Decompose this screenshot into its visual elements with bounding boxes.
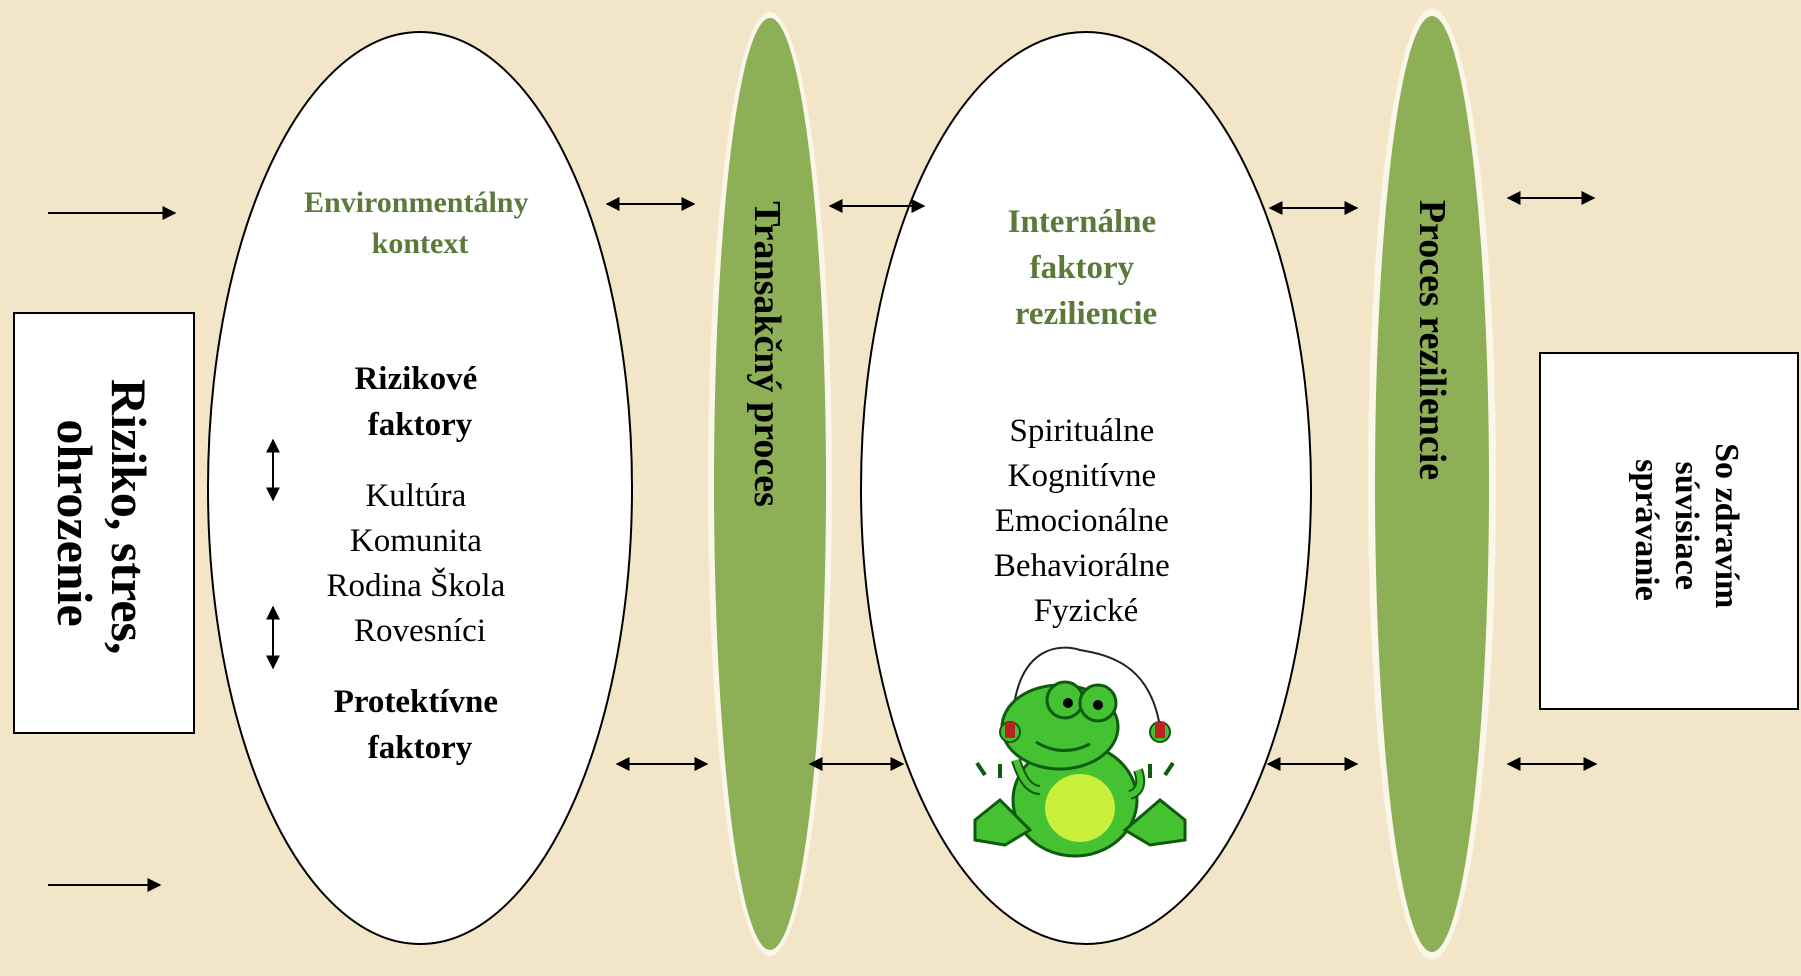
resilience-pill-label: Proces reziliencie bbox=[1411, 200, 1453, 480]
left-box-line-2: ohrozenie bbox=[47, 419, 103, 626]
left-box bbox=[13, 312, 195, 734]
right-box bbox=[1539, 352, 1799, 710]
internal-item: Kognitívne bbox=[1008, 458, 1156, 494]
left-box-line-1: Riziko, stres, bbox=[101, 379, 157, 654]
right-box-line-1: So zdravím bbox=[1708, 443, 1745, 608]
internal-item: Emocionálne bbox=[995, 503, 1169, 539]
environment-heading: Environmentálny kontext bbox=[304, 186, 536, 260]
right-box-line-2: súvisiace bbox=[1668, 462, 1705, 590]
right-box-text: So zdravím súvisiace správanie bbox=[1628, 443, 1745, 617]
internal-heading-line-2: faktory bbox=[1030, 250, 1135, 286]
environment-ellipse bbox=[207, 31, 633, 945]
protective-factors-title: Protektívne faktory bbox=[334, 684, 507, 766]
internal-heading-line-3: reziliencie bbox=[1015, 296, 1157, 332]
internal-heading-line-1: Internálne bbox=[1008, 204, 1157, 240]
transaction-pill-label: Transakčný proces bbox=[746, 201, 788, 507]
environment-heading-line-1: Environmentálny bbox=[304, 186, 529, 219]
environment-items: Kultúra Komunita Rodina Škola Rovesníci bbox=[327, 478, 514, 649]
internal-item: Spirituálne bbox=[1009, 413, 1154, 449]
internal-item: Fyzické bbox=[1034, 593, 1138, 629]
risk-factors-line-1: Rizikové bbox=[354, 361, 477, 397]
environment-heading-line-2: kontext bbox=[372, 227, 469, 260]
environment-item: Komunita bbox=[350, 523, 482, 559]
left-box-text: Riziko, stres, ohrozenie bbox=[47, 379, 157, 667]
environment-item: Rovesníci bbox=[354, 613, 486, 649]
protective-factors-line-2: faktory bbox=[368, 730, 473, 766]
environment-item: Kultúra bbox=[365, 478, 466, 514]
internal-item: Behaviorálne bbox=[994, 548, 1170, 584]
transaction-pill bbox=[714, 18, 826, 950]
environment-item: Rodina Škola bbox=[327, 566, 506, 604]
risk-factors-title: Rizikové faktory bbox=[354, 361, 485, 443]
internal-ellipse bbox=[860, 31, 1312, 945]
internal-items: Spirituálne Kognitívne Emocionálne Behav… bbox=[994, 413, 1178, 629]
internal-heading: Internálne faktory reziliencie bbox=[1008, 204, 1165, 332]
right-box-line-3: správanie bbox=[1628, 459, 1665, 601]
risk-factors-line-2: faktory bbox=[368, 407, 473, 443]
resilience-pill bbox=[1375, 16, 1489, 952]
protective-factors-line-1: Protektívne bbox=[334, 684, 498, 720]
frog-jumping-rope-icon bbox=[973, 646, 1187, 858]
